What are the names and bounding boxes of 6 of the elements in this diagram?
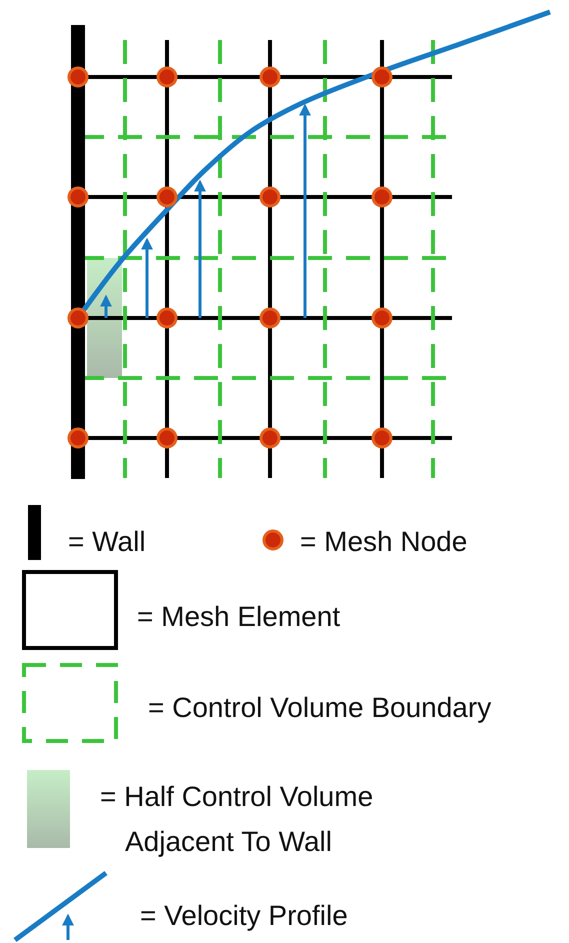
legend-label: = Half Control Volume Adjacent To Wall	[100, 780, 374, 859]
legend-label: = Wall	[68, 525, 146, 559]
legend-label: = Mesh Element	[137, 600, 340, 634]
legend-label: = Mesh Node	[300, 525, 468, 559]
legend-label: = Velocity Profile	[140, 899, 348, 933]
legend-label: = Control Volume Boundary	[148, 691, 492, 725]
